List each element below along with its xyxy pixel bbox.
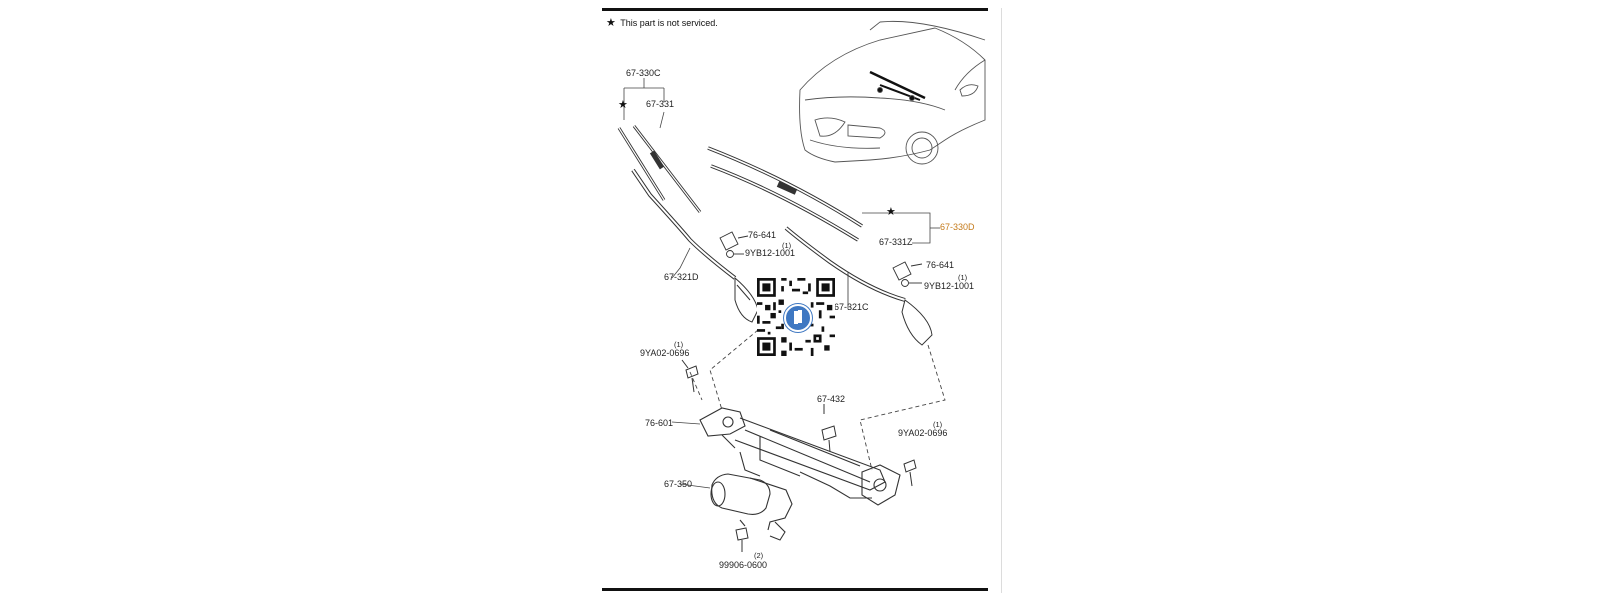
wiper-linkage: [699, 407, 901, 506]
part-label-99906-0600: 99906-0600: [719, 560, 768, 570]
wiper-motor: [710, 473, 793, 541]
part-label-67-330C: 67-330C: [626, 68, 661, 78]
right-bolt: [903, 459, 917, 487]
part-label-76-641-left: 76-641: [748, 230, 777, 240]
part-label-9YA02-0696-left: 9YA02-0696: [640, 348, 690, 358]
qty-99906: (2): [754, 551, 764, 560]
part-label-9YA02-0696-right: 9YA02-0696: [898, 428, 948, 438]
top-rule: [602, 8, 988, 11]
app-logo-icon: [784, 304, 812, 332]
part-label-9YB12-1001-left: 9YB12-1001: [745, 248, 796, 258]
part-label-76-641-right: 76-641: [926, 260, 955, 270]
left-bolt: [681, 359, 699, 393]
part-label-67-321C: 67-321C: [834, 302, 869, 312]
not-serviced-star-icon: ★: [618, 99, 628, 111]
right-blade-callout: [862, 212, 940, 244]
part-label-67-350: 67-350: [664, 479, 693, 489]
not-serviced-star-icon: ★: [886, 206, 896, 218]
right-divider: [1001, 8, 1002, 593]
qr-code[interactable]: [757, 278, 835, 356]
right-wiper-arm: [784, 226, 933, 346]
right-cap-and-nut: [892, 261, 923, 287]
not-serviced-note: ★ This part is not serviced.: [606, 16, 718, 29]
part-label-67-331Z: 67-331Z: [879, 237, 913, 247]
left-cap-and-nut: [719, 231, 749, 258]
note-text: This part is not serviced.: [620, 18, 718, 28]
part-label-76-601: 76-601: [645, 418, 674, 428]
left-wiper-blade: [617, 125, 702, 213]
qty-9YA02-right: (1): [933, 420, 943, 429]
left-wiper-arm: [631, 168, 759, 323]
left-blade-callout: [623, 78, 665, 129]
qty-9YB12-right: (1): [958, 273, 968, 282]
car-illustration: [799, 20, 986, 165]
part-label-67-321D: 67-321D: [664, 272, 699, 282]
assembly-dashed-lines: [689, 329, 946, 471]
center-bolt: [821, 404, 837, 453]
part-label-9YB12-1001-right: 9YB12-1001: [924, 281, 975, 291]
bottom-rule: [602, 588, 988, 591]
qty-9YB12-left: (1): [782, 241, 792, 250]
motor-nut: [735, 527, 749, 552]
star-icon: ★: [606, 17, 616, 29]
part-label-67-331: 67-331: [646, 99, 675, 109]
right-wiper-blade: [707, 146, 863, 242]
part-label-67-432: 67-432: [817, 394, 846, 404]
part-label-67-330D: 67-330D: [940, 222, 975, 232]
qty-9YA02-left: (1): [674, 340, 684, 349]
